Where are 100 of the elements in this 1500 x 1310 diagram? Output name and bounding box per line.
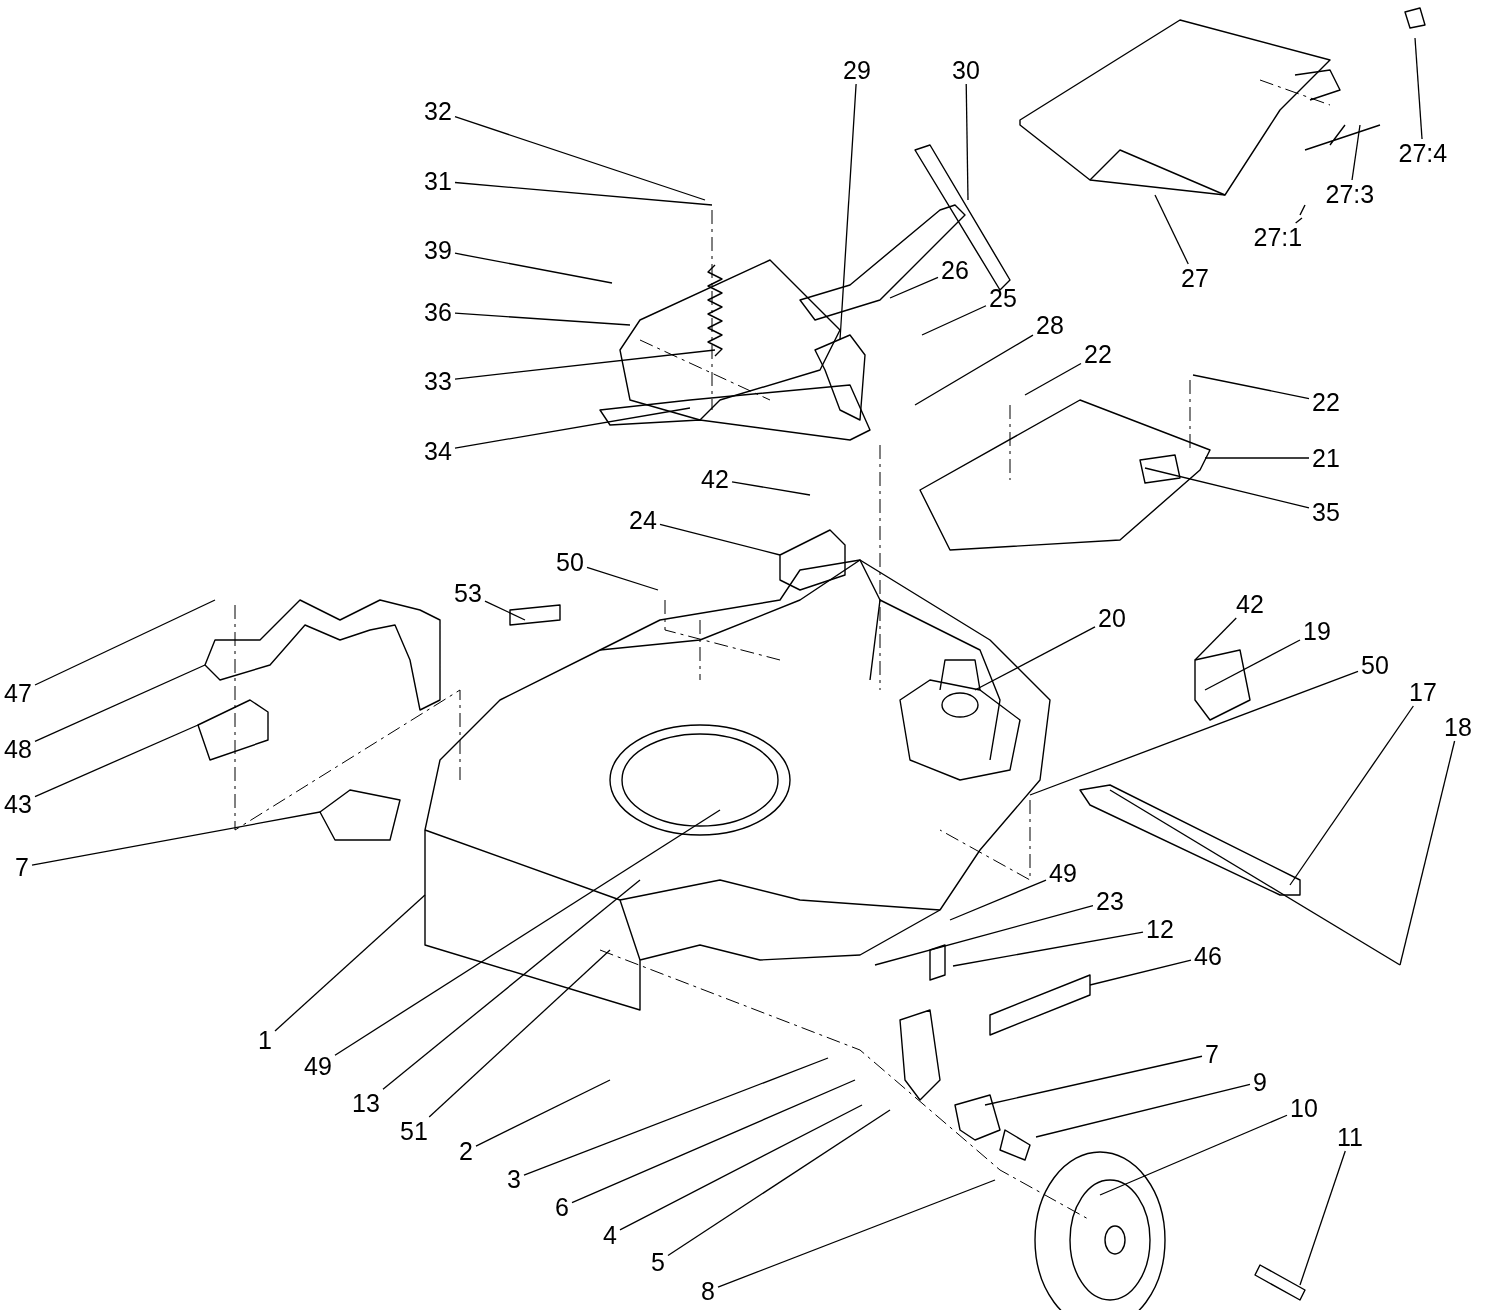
leader-line (1204, 457, 1310, 459)
leader-line (1194, 617, 1237, 661)
leader-line (717, 1179, 996, 1288)
leader-line (31, 811, 321, 866)
callout-number: 48 (3, 736, 33, 762)
callout-number: 31 (423, 168, 453, 194)
callout-number: 23 (1095, 888, 1125, 914)
callout-number: 24 (628, 507, 658, 533)
leader-line (586, 566, 659, 591)
callout-number: 27:1 (1252, 224, 1304, 250)
leader-line (1089, 959, 1192, 986)
leader-line (619, 1104, 863, 1231)
leader-line (382, 879, 641, 1090)
leader-line (1414, 37, 1423, 140)
callout-number: 30 (951, 57, 981, 83)
leader-line (1351, 124, 1361, 181)
leader-line (839, 83, 857, 341)
leader-line (1289, 705, 1414, 886)
leader-line (334, 809, 721, 1056)
callout-number: 47 (3, 680, 33, 706)
callout-number: 1 (257, 1027, 273, 1053)
callout-number: 49 (1048, 860, 1078, 886)
callout-number: 26 (940, 257, 970, 283)
callout-number: 5 (650, 1249, 666, 1275)
leader-line (949, 879, 1047, 921)
leader-line (921, 305, 987, 336)
leader-line (952, 931, 1144, 967)
callout-number: 27 (1180, 265, 1210, 291)
callout-number: 4 (602, 1222, 618, 1248)
leader-line (428, 949, 611, 1118)
callout-number: 7 (1204, 1041, 1220, 1067)
leader-line (1024, 362, 1082, 396)
callout-number: 20 (1097, 605, 1127, 631)
leader-line (1099, 1114, 1288, 1196)
leader-line (484, 600, 526, 621)
leader-line (1035, 1083, 1251, 1138)
callout-number: 39 (423, 237, 453, 263)
leader-line (454, 252, 613, 284)
callout-number: 7 (14, 854, 30, 880)
callout-number: 42 (700, 466, 730, 492)
callout-number: 28 (1035, 312, 1065, 338)
leader-line (667, 1109, 891, 1257)
leader-line (34, 664, 206, 742)
callout-number: 18 (1443, 714, 1473, 740)
leader-line (523, 1057, 829, 1176)
leader-line (1399, 740, 1456, 966)
callout-number: 8 (700, 1278, 716, 1304)
callout-number: 46 (1193, 943, 1223, 969)
callout-number: 42 (1235, 591, 1265, 617)
leader-line (454, 349, 716, 380)
leader-line (889, 276, 939, 299)
callout-number: 32 (423, 98, 453, 124)
callout-number: 43 (3, 791, 33, 817)
leader-line (34, 599, 216, 686)
callout-number: 19 (1302, 618, 1332, 644)
leader-line (571, 1079, 856, 1204)
callout-number: 49 (303, 1053, 333, 1079)
leader-line (731, 481, 811, 496)
leader-line (274, 894, 426, 1032)
leader-line (454, 407, 691, 449)
callout-number: 22 (1311, 389, 1341, 415)
leader-line (454, 116, 706, 201)
callout-number: 34 (423, 438, 453, 464)
callout-number: 21 (1311, 445, 1341, 471)
callout-number: 17 (1408, 679, 1438, 705)
leader-line (659, 523, 781, 556)
callout-number: 35 (1311, 499, 1341, 525)
callout-number: 9 (1252, 1069, 1268, 1095)
callout-number: 2 (458, 1138, 474, 1164)
callout-number: 6 (554, 1194, 570, 1220)
leader-line (1295, 217, 1303, 224)
leader-line (454, 312, 631, 326)
leader-line (965, 83, 969, 201)
leader-line (874, 905, 1094, 966)
callout-number: 13 (351, 1090, 381, 1116)
leader-line (1154, 194, 1189, 265)
leader-line (1029, 670, 1359, 796)
leader-line (984, 1055, 1203, 1106)
leader-line (974, 626, 1096, 691)
callout-number: 11 (1336, 1124, 1364, 1150)
callout-number: 10 (1289, 1095, 1319, 1121)
callout-number: 50 (555, 549, 585, 575)
leader-line (454, 181, 713, 206)
leader-line (475, 1079, 611, 1147)
callout-number: 50 (1360, 652, 1390, 678)
callout-number: 27:3 (1324, 181, 1376, 207)
leader-line (34, 724, 199, 798)
callout-number: 33 (423, 368, 453, 394)
callout-number: 53 (453, 580, 483, 606)
callout-number: 27:4 (1397, 140, 1449, 166)
leader-line (1299, 1150, 1346, 1286)
callout-number: 36 (423, 299, 453, 325)
leader-line (914, 334, 1034, 406)
callout-number: 3 (506, 1166, 522, 1192)
callout-number: 29 (842, 57, 872, 83)
leader-line (1144, 467, 1310, 509)
leader-line (1204, 639, 1301, 691)
callout-number: 51 (399, 1118, 429, 1144)
callout-number: 22 (1083, 341, 1113, 367)
callout-number: 25 (988, 285, 1018, 311)
